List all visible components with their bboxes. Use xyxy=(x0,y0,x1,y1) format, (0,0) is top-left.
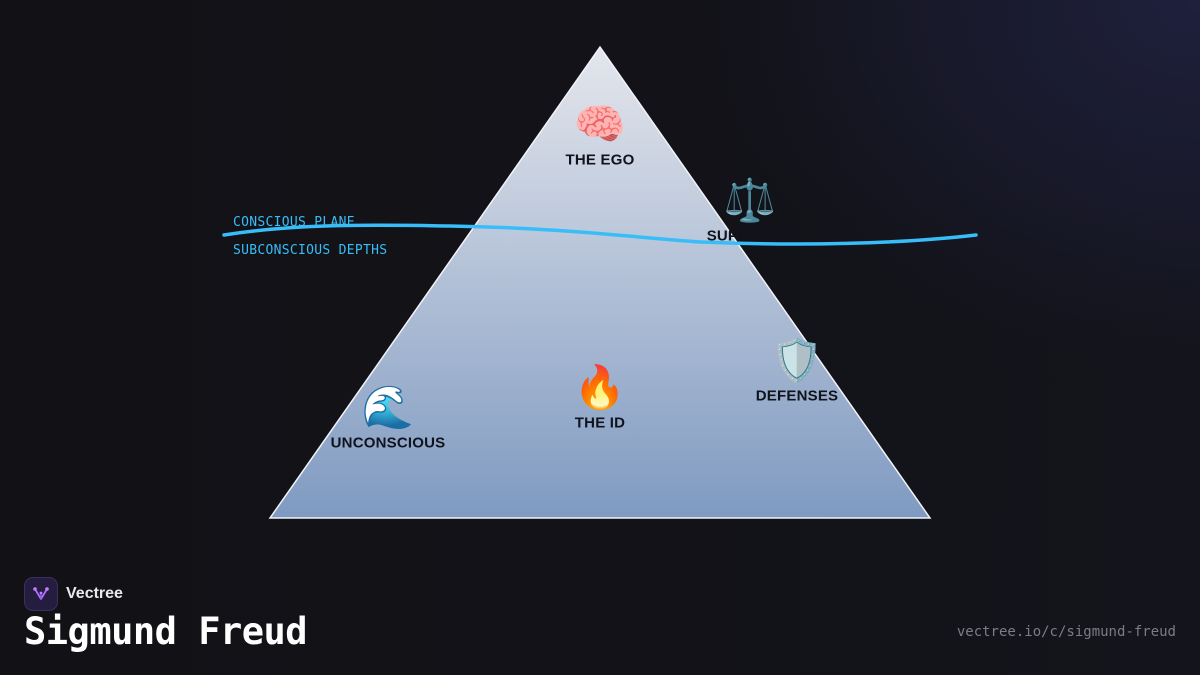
vectree-logo-icon xyxy=(24,577,58,611)
subconscious-depths-label: SUBCONSCIOUS DEPTHS xyxy=(233,243,388,258)
node-ego-label: THE EGO xyxy=(565,151,635,169)
fire-icon: 🔥 xyxy=(573,365,627,412)
waterline xyxy=(222,223,978,246)
node-unconscious-label: UNCONSCIOUS xyxy=(330,434,446,452)
node-id-label: THE ID xyxy=(574,414,626,432)
shield-icon: 🛡️ xyxy=(770,338,824,385)
node-id: 🔥 THE ID xyxy=(574,365,626,432)
mind-pyramid xyxy=(268,45,932,519)
brand[interactable]: Vectree xyxy=(24,577,123,611)
node-ego: 🧠 THE EGO xyxy=(566,102,635,169)
node-superego: ⚖️ SUPEREGO xyxy=(707,178,794,245)
page-title: Sigmund Freud xyxy=(24,610,308,653)
scales-icon: ⚖️ xyxy=(723,178,777,225)
node-defenses-label: DEFENSES xyxy=(755,387,839,405)
node-superego-label: SUPEREGO xyxy=(706,227,794,245)
page-url[interactable]: vectree.io/c/sigmund-freud xyxy=(956,624,1176,640)
node-defenses: 🛡️ DEFENSES xyxy=(756,338,838,405)
node-unconscious: 🌊 UNCONSCIOUS xyxy=(331,385,446,452)
brand-name: Vectree xyxy=(66,585,123,602)
brain-icon: 🧠 xyxy=(573,102,627,149)
conscious-plane-label: CONSCIOUS PLANE xyxy=(233,215,355,230)
wave-icon: 🌊 xyxy=(361,385,415,432)
